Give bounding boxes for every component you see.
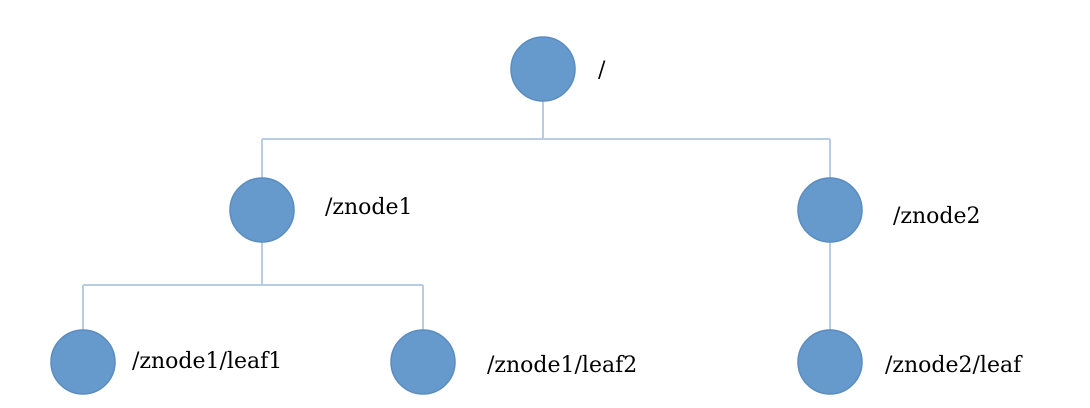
tree-node-znode2: /znode2 <box>797 177 981 243</box>
tree-node-znode1-leaf2: /znode1/leaf2 <box>390 329 637 395</box>
tree-node-znode2-leaf: /znode2/leaf <box>797 329 1023 395</box>
node-label-znode1-leaf2: /znode1/leaf2 <box>487 353 637 378</box>
node-circle <box>50 329 116 395</box>
node-circle <box>390 329 456 395</box>
node-circle <box>797 329 863 395</box>
node-label-znode1: /znode1 <box>325 195 413 220</box>
node-label-root: / <box>598 58 606 83</box>
node-label-znode1-leaf1: /znode1/leaf1 <box>132 349 282 374</box>
node-circle <box>510 36 576 102</box>
node-label-znode2: /znode2 <box>893 204 981 229</box>
node-circle <box>797 177 863 243</box>
connectors <box>82 101 831 330</box>
tree-node-root: / <box>510 36 606 102</box>
node-label-znode2-leaf: /znode2/leaf <box>885 353 1023 378</box>
tree-node-znode1: /znode1 <box>229 177 413 243</box>
tree-node-znode1-leaf1: /znode1/leaf1 <box>50 329 282 395</box>
node-circle <box>229 177 295 243</box>
